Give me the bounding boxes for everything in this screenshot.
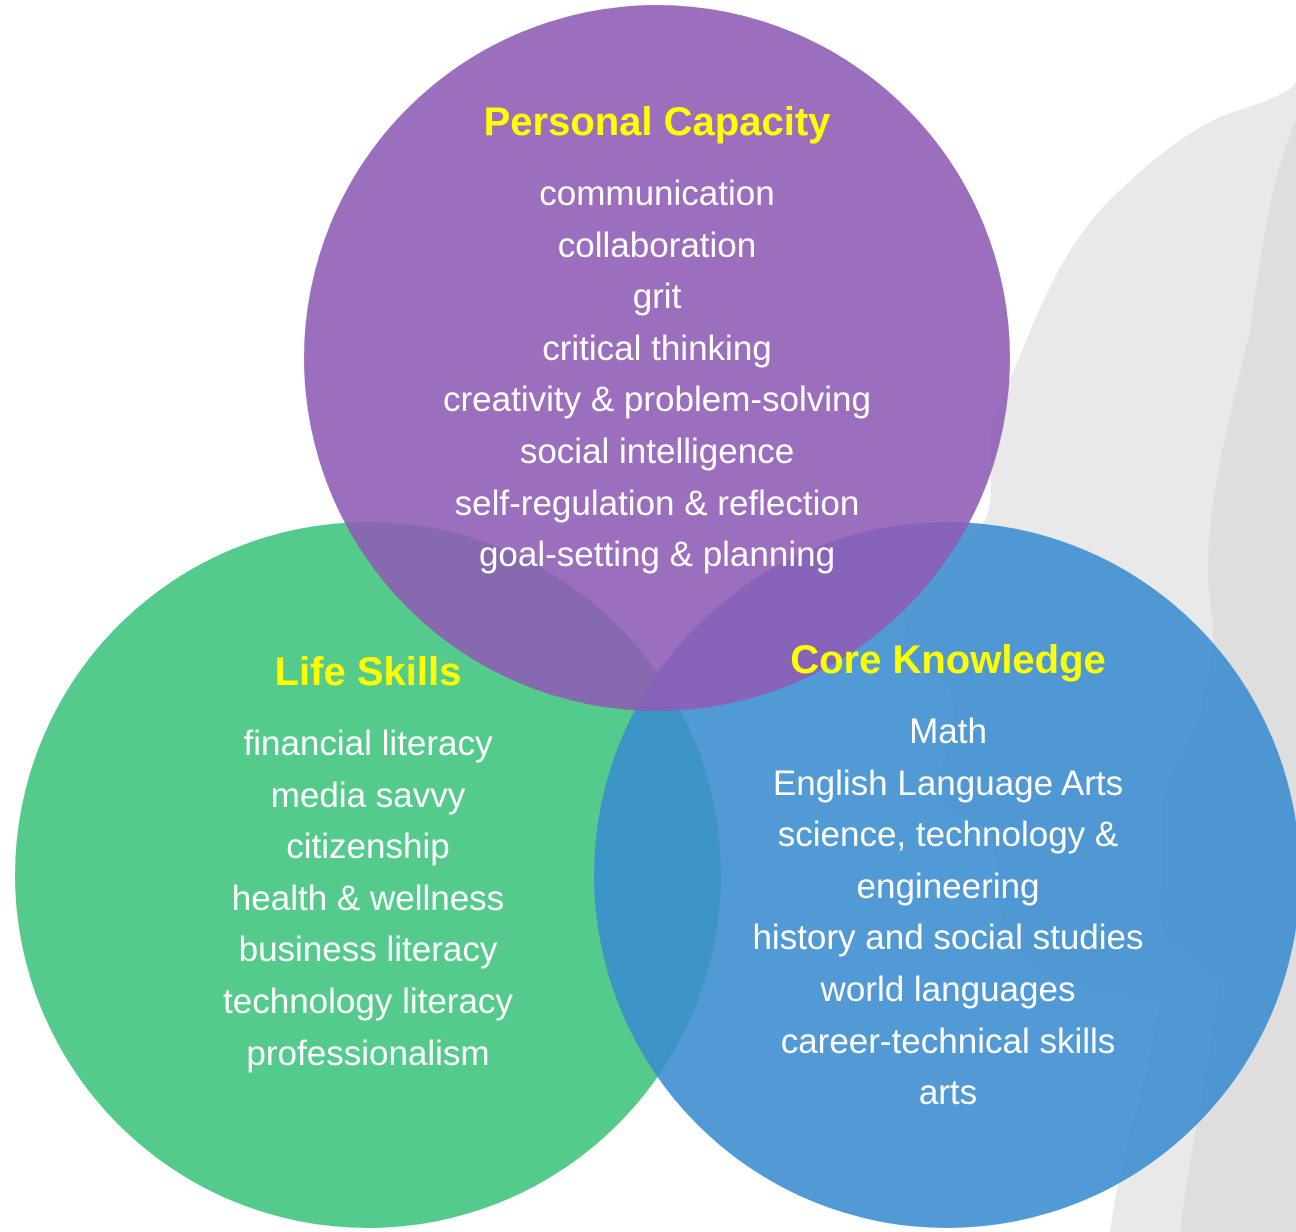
core-knowledge-title: Core Knowledge xyxy=(790,638,1106,682)
venn-item: citizenship xyxy=(286,827,450,867)
venn-item: arts xyxy=(918,1073,978,1113)
life-skills-title: Life Skills xyxy=(274,650,462,694)
venn-item: social intelligence xyxy=(519,431,795,471)
venn-item: goal-setting & planning xyxy=(478,535,836,575)
venn-item: financial literacy xyxy=(243,724,493,763)
venn-item: critical thinking xyxy=(542,328,772,368)
venn-item: career-technical skills xyxy=(780,1021,1116,1061)
venn-item: health & wellness xyxy=(231,878,505,918)
venn-item: technology literacy xyxy=(223,981,513,1021)
venn-item: business literacy xyxy=(238,930,498,970)
personal-capacity-title: Personal Capacity xyxy=(483,100,831,144)
venn-item: science, technology & engineering xyxy=(777,815,1119,906)
life-skills-circle xyxy=(15,522,721,1228)
venn-item: creativity & problem-solving xyxy=(443,380,871,420)
core-knowledge-circle xyxy=(594,522,1296,1228)
personal-capacity-items: communication collaboration grit critical t… xyxy=(357,168,957,581)
life-skills-items: financial literacy media savvy citizenship… xyxy=(168,718,568,1079)
venn-item: world languages xyxy=(820,969,1076,1009)
venn-item: grit xyxy=(632,277,682,317)
venn-item: media savvy xyxy=(270,775,466,815)
venn-item: collaboration xyxy=(557,225,757,265)
venn-item: professionalism xyxy=(246,1033,490,1073)
venn-item: history and social studies xyxy=(752,918,1144,958)
venn-item: English Language Arts xyxy=(772,763,1124,803)
personal-capacity-circle xyxy=(304,5,1010,711)
venn-item: Math xyxy=(909,712,987,751)
venn-item: communication xyxy=(539,174,775,213)
venn-item: self-regulation & reflection xyxy=(454,483,860,523)
